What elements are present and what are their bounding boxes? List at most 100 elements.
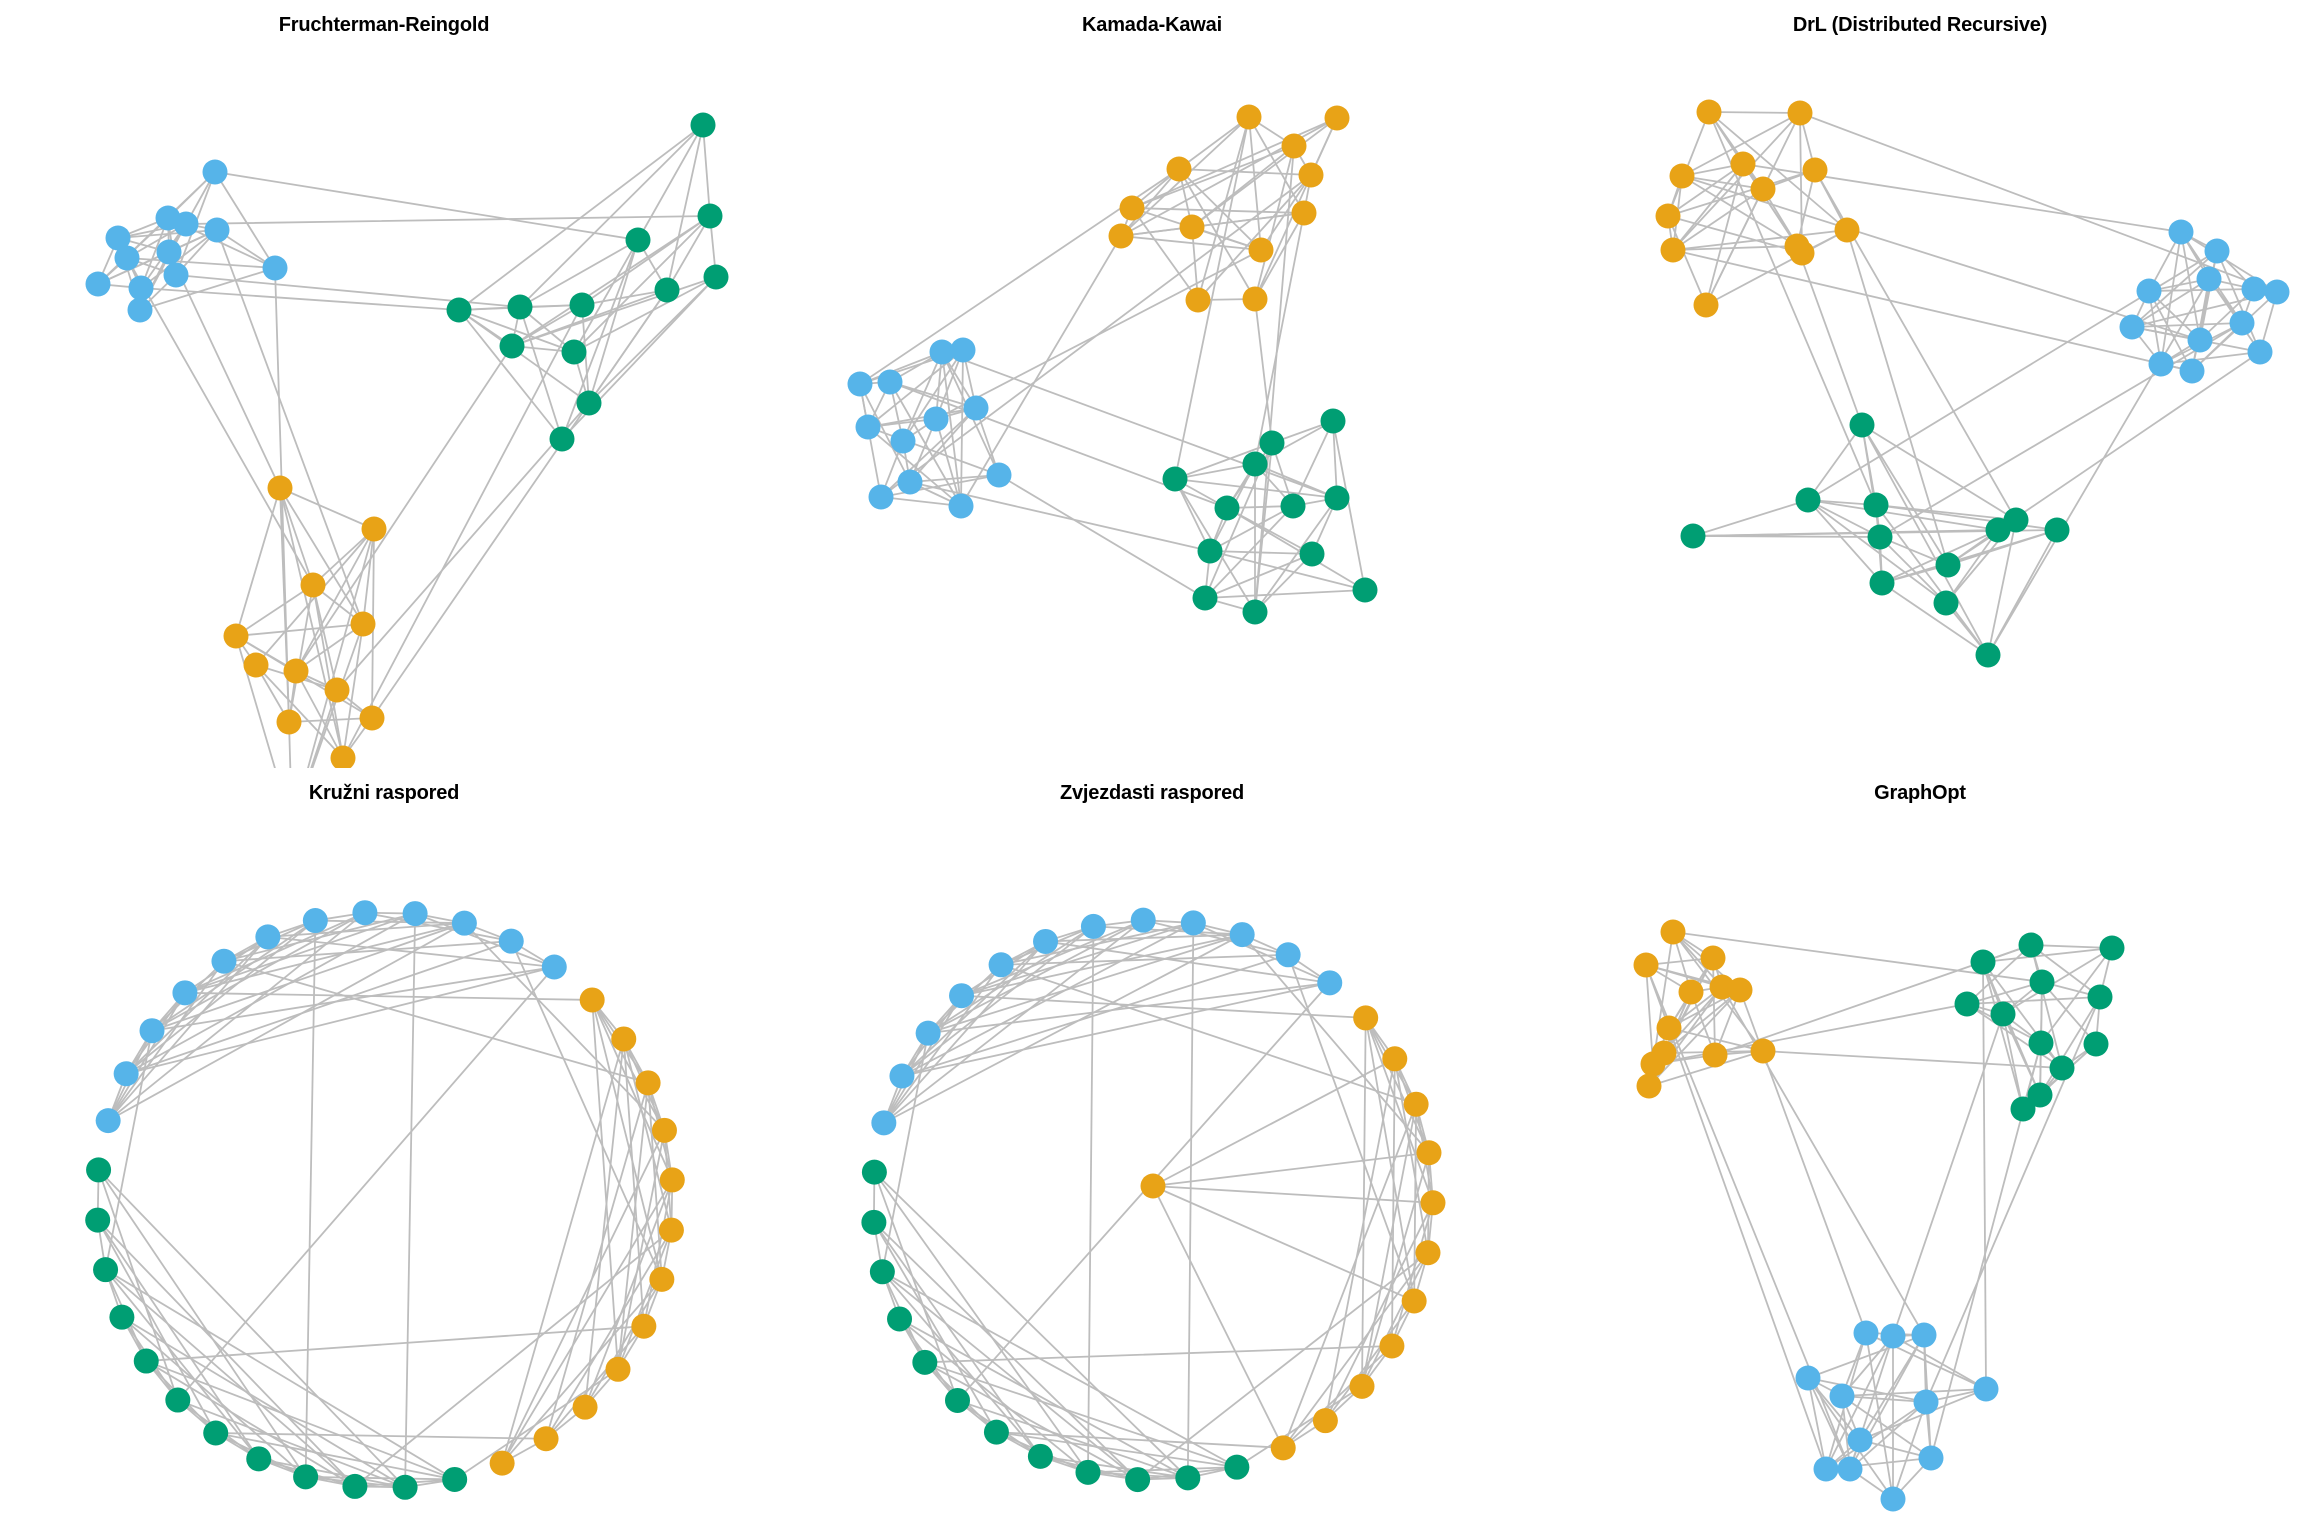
graph-node[interactable] [1075, 1459, 1101, 1485]
graph-node[interactable] [2029, 969, 2055, 995]
graph-node[interactable] [1353, 1005, 1379, 1031]
graph-node[interactable] [350, 611, 376, 637]
graph-node[interactable] [1863, 492, 1889, 518]
graph-node[interactable] [1119, 195, 1145, 221]
graph-node[interactable] [163, 262, 189, 288]
graph-node[interactable] [923, 406, 949, 432]
graph-node[interactable] [986, 462, 1012, 488]
graph-node[interactable] [988, 952, 1014, 978]
graph-node[interactable] [202, 159, 228, 185]
graph-node[interactable] [1185, 287, 1211, 313]
graph-node[interactable] [1281, 133, 1307, 159]
graph-node[interactable] [2229, 310, 2255, 336]
graph-node[interactable] [1973, 1376, 1999, 1402]
graph-node[interactable] [983, 1419, 1009, 1445]
graph-node[interactable] [1162, 466, 1188, 492]
graph-node[interactable] [1656, 1015, 1682, 1041]
graph-node[interactable] [1140, 1173, 1166, 1199]
graph-node[interactable] [1911, 1322, 1937, 1348]
graph-node[interactable] [262, 255, 288, 281]
graph-node[interactable] [1834, 217, 1860, 243]
graph-node[interactable] [1935, 552, 1961, 578]
graph-node[interactable] [1324, 105, 1350, 131]
graph-node[interactable] [690, 112, 716, 138]
graph-node[interactable] [1275, 942, 1301, 968]
graph-node[interactable] [2119, 314, 2145, 340]
graph-node[interactable] [402, 901, 428, 927]
graph-node[interactable] [887, 1306, 913, 1332]
graph-node[interactable] [1970, 949, 1996, 975]
graph-node[interactable] [1125, 1467, 1151, 1493]
graph-node[interactable] [631, 1313, 657, 1339]
graph-node[interactable] [2264, 279, 2290, 305]
graph-node[interactable] [267, 475, 293, 501]
graph-node[interactable] [861, 1209, 887, 1235]
graph-node[interactable] [611, 1026, 637, 1052]
graph-node[interactable] [1789, 240, 1815, 266]
graph-node[interactable] [1291, 200, 1317, 226]
graph-node[interactable] [211, 948, 237, 974]
graph-node[interactable] [172, 980, 198, 1006]
graph-node[interactable] [1080, 913, 1106, 939]
graph-node[interactable] [1382, 1046, 1408, 1072]
graph-node[interactable] [2044, 517, 2070, 543]
graph-node[interactable] [1636, 1073, 1662, 1099]
graph-node[interactable] [300, 572, 326, 598]
graph-node[interactable] [204, 217, 230, 243]
graph-node[interactable] [697, 203, 723, 229]
graph-node[interactable] [1299, 541, 1325, 567]
graph-node[interactable] [1379, 1333, 1405, 1359]
graph-node[interactable] [944, 1387, 970, 1413]
graph-node[interactable] [649, 1266, 675, 1292]
graph-node[interactable] [1702, 1042, 1728, 1068]
graph-node[interactable] [1108, 223, 1134, 249]
graph-node[interactable] [1678, 979, 1704, 1005]
graph-node[interactable] [1696, 99, 1722, 125]
graph-node[interactable] [889, 1063, 915, 1089]
graph-node[interactable] [1403, 1091, 1429, 1117]
graph-node[interactable] [963, 395, 989, 421]
graph-node[interactable] [1795, 1365, 1821, 1391]
graph-node[interactable] [442, 1466, 468, 1492]
graph-node[interactable] [915, 1020, 941, 1046]
graph-node[interactable] [498, 928, 524, 954]
graph-node[interactable] [1175, 1465, 1201, 1491]
graph-node[interactable] [569, 292, 595, 318]
graph-node[interactable] [2187, 327, 2213, 353]
graph-node[interactable] [2179, 358, 2205, 384]
graph-node[interactable] [949, 983, 975, 1009]
graph-node[interactable] [1259, 430, 1285, 456]
graph-node[interactable] [605, 1356, 631, 1382]
graph-node[interactable] [255, 924, 281, 950]
graph-node[interactable] [105, 225, 131, 251]
graph-node[interactable] [1933, 590, 1959, 616]
graph-node[interactable] [869, 1259, 895, 1285]
graph-node[interactable] [1633, 952, 1659, 978]
graph-node[interactable] [1727, 977, 1753, 1003]
graph-node[interactable] [2204, 238, 2230, 264]
graph-node[interactable] [243, 652, 269, 678]
graph-node[interactable] [658, 1217, 684, 1243]
graph-node[interactable] [1700, 945, 1726, 971]
graph-node[interactable] [1660, 237, 1686, 263]
graph-node[interactable] [1880, 1323, 1906, 1349]
graph-node[interactable] [139, 1018, 165, 1044]
graph-node[interactable] [1787, 100, 1813, 126]
graph-node[interactable] [86, 1157, 112, 1183]
graph-node[interactable] [1416, 1140, 1442, 1166]
graph-node[interactable] [1813, 1456, 1839, 1482]
graph-node[interactable] [948, 493, 974, 519]
graph-node[interactable] [246, 1446, 272, 1472]
graph-node[interactable] [165, 1387, 191, 1413]
graph-node[interactable] [85, 1207, 111, 1233]
graph-node[interactable] [1033, 928, 1059, 954]
graph-node[interactable] [625, 227, 651, 253]
graph-node[interactable] [1954, 991, 1980, 1017]
graph-node[interactable] [1248, 237, 1274, 263]
graph-node[interactable] [133, 1348, 159, 1374]
graph-node[interactable] [1229, 922, 1255, 948]
graph-node[interactable] [1242, 599, 1268, 625]
graph-node[interactable] [1420, 1190, 1446, 1216]
graph-node[interactable] [1975, 642, 2001, 668]
graph-node[interactable] [127, 297, 153, 323]
